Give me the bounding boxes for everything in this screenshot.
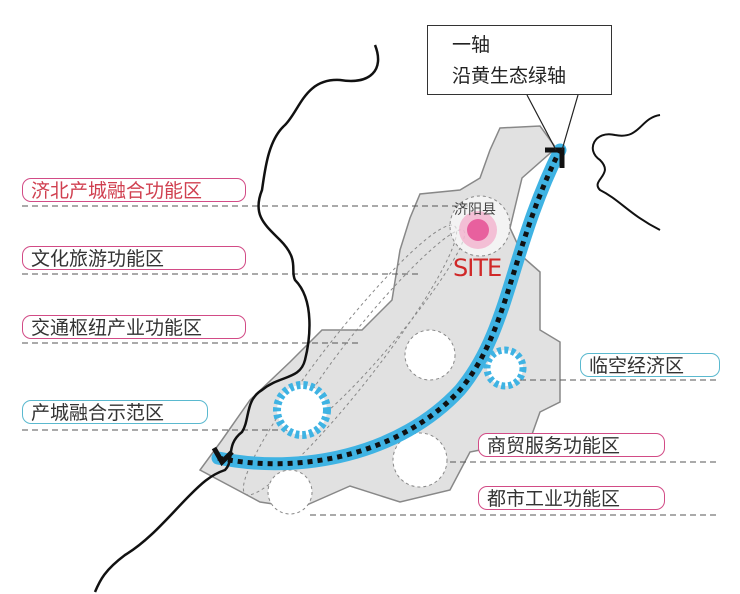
- hub-ring: [273, 381, 331, 439]
- leader-lines: [22, 205, 720, 516]
- axis-end-marker: [211, 446, 234, 467]
- county-label: 济阳县: [454, 202, 496, 218]
- yellow-river: [93, 44, 380, 593]
- hub-ring: [483, 346, 527, 390]
- zone-label-demo: 产城融合示范区: [22, 400, 208, 424]
- zone-label-commerce: 商贸服务功能区: [478, 433, 665, 457]
- zone-label-urban-industry: 都市工业功能区: [478, 486, 665, 510]
- callout-title: 一轴: [452, 34, 491, 56]
- site-label: SITE: [453, 254, 502, 282]
- river-east: [591, 114, 661, 231]
- zone-label-culture-tourism: 文化旅游功能区: [22, 246, 246, 270]
- axis-callout: 一轴 沿黄生态绿轴: [427, 25, 612, 95]
- site-marker: [467, 219, 489, 241]
- callout-subtitle: 沿黄生态绿轴: [452, 65, 567, 87]
- zone-label-transport-hub: 交通枢纽产业功能区: [22, 315, 246, 339]
- callout-pointer: [526, 94, 579, 151]
- zone-label-jibei: 济北产城融合功能区: [22, 178, 246, 202]
- zone-label-airport-economy: 临空经济区: [580, 353, 720, 377]
